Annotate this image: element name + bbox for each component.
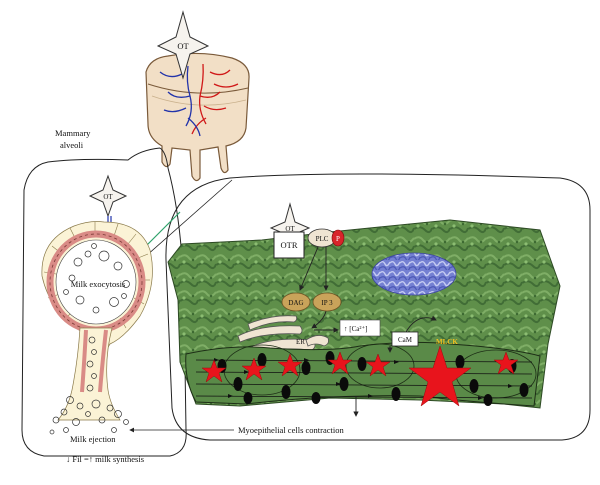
- contraction-label: Myoepithelial cells contraction: [238, 425, 344, 435]
- plc-badge: P: [336, 235, 340, 243]
- cell-panel-outline: [165, 173, 591, 441]
- ip3-node: IP 3: [312, 292, 342, 312]
- contraction-stars: [201, 345, 519, 407]
- ot-star-top: OT: [156, 10, 210, 80]
- milk-ejection-label: Milk ejection: [70, 434, 116, 444]
- otr-receptor: OTR: [273, 231, 305, 259]
- mammary-label-line1: Mammary: [55, 128, 91, 138]
- actin-sheath-2: [345, 343, 415, 389]
- calcium-label-box: ↑ [Ca²⁺]: [339, 319, 381, 337]
- brain-section-shape: [145, 52, 250, 182]
- cascade-arrows: [299, 239, 437, 417]
- ot-label-cell: OT: [285, 225, 295, 233]
- blood-vessels-red: [191, 63, 239, 135]
- ip3-label: IP 3: [321, 299, 333, 307]
- large-star: [408, 345, 472, 407]
- cam-node: CaM: [391, 331, 419, 347]
- plc-node: PLC P: [307, 228, 345, 248]
- cam-label: CaM: [398, 336, 413, 344]
- pituitary-brain-section: OT: [145, 10, 250, 182]
- er-label: ER: [296, 338, 305, 346]
- myoepithelial-cell: ER: [167, 219, 561, 409]
- milk-exocytosis-label: Milk exocytosis: [71, 279, 126, 289]
- blood-vessels-blue: [159, 65, 201, 137]
- milk-droplets-lumen: [63, 243, 130, 314]
- fil-label: ↓ Fil =↑ milk synthesis: [66, 454, 144, 464]
- ot-label-top: OT: [177, 41, 189, 51]
- dag-label: DAG: [288, 299, 303, 307]
- zoom-connector-line: [145, 179, 233, 257]
- ot-label-alveolus: OT: [103, 193, 113, 201]
- milk-droplets-duct: [49, 336, 129, 435]
- mlck-label: MLCK: [436, 338, 458, 346]
- calcium-label: ↑ [Ca²⁺]: [344, 325, 367, 333]
- otr-label: OTR: [281, 240, 298, 250]
- mammary-alveolus: OT Milk exocytosis: [41, 174, 153, 435]
- nucleus: [371, 252, 457, 296]
- plc-label: PLC: [316, 235, 329, 243]
- mammary-gland-outline: [21, 147, 187, 457]
- mammary-label-line2: alveoli: [60, 140, 84, 150]
- dag-node: DAG: [281, 292, 311, 312]
- ot-star-alveolus: OT: [88, 174, 128, 218]
- zoom-connector-green: [141, 211, 181, 251]
